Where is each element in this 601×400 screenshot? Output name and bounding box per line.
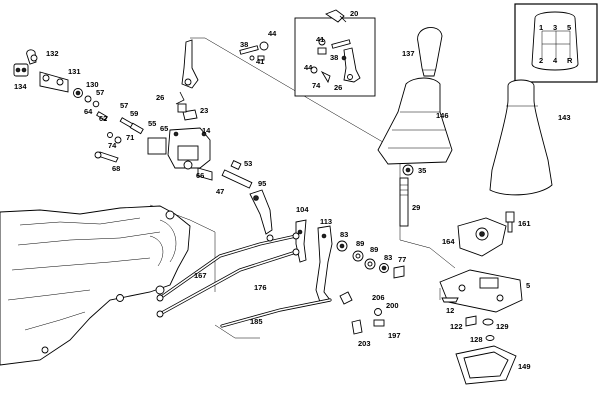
- outer-boot: [489, 79, 553, 196]
- callout-113: 113: [320, 217, 332, 226]
- callout-131: 131: [68, 67, 81, 76]
- gear-4-label: 4: [553, 56, 558, 65]
- callout-57a: 57: [96, 88, 104, 97]
- callout-64: 64: [84, 107, 93, 116]
- callout-122: 122: [450, 322, 463, 331]
- callout-23: 23: [200, 106, 208, 115]
- callout-200: 200: [386, 301, 399, 310]
- callout-26a: 26: [156, 93, 164, 102]
- bushings: [465, 315, 495, 341]
- gear-2-label: 2: [539, 56, 543, 65]
- callout-29: 29: [412, 203, 420, 212]
- callout-41a: 41: [256, 57, 264, 66]
- callout-104: 104: [296, 205, 309, 214]
- callout-41b: 41: [316, 35, 324, 44]
- callout-74b: 74: [312, 81, 321, 90]
- callout-128: 128: [470, 335, 483, 344]
- transmission-housing: [0, 205, 191, 366]
- callout-labels: 132 131 134 130 57 64 62 57 59 55 71 74 …: [14, 9, 571, 371]
- callout-129: 129: [496, 322, 509, 331]
- linkage-small-parts: [339, 291, 385, 335]
- callout-38b: 38: [330, 53, 338, 62]
- callout-44a: 44: [268, 29, 277, 38]
- fork-assembly-inset: [294, 9, 376, 97]
- selector-hardware-left: [13, 49, 144, 163]
- selector-lever-top: [175, 39, 269, 105]
- selector-housing: [147, 103, 213, 181]
- callout-74: 74: [108, 141, 117, 150]
- callout-137: 137: [402, 49, 415, 58]
- inner-boot: [377, 77, 453, 165]
- callout-47: 47: [216, 187, 224, 196]
- callout-89b: 89: [370, 245, 378, 254]
- callout-65: 65: [160, 124, 168, 133]
- callout-206: 206: [372, 293, 385, 302]
- callout-134: 134: [14, 82, 27, 91]
- callout-89a: 89: [356, 239, 364, 248]
- gear-1-label: 1: [539, 23, 543, 32]
- callout-44b: 44: [304, 63, 313, 72]
- callout-149: 149: [518, 362, 531, 371]
- callout-20: 20: [350, 9, 358, 18]
- shift-knob: [417, 27, 443, 77]
- lever-104: [295, 219, 307, 263]
- callout-55: 55: [148, 119, 156, 128]
- trim-frame: [455, 345, 517, 385]
- gear-3-label: 3: [553, 23, 557, 32]
- shift-rods: [156, 232, 332, 328]
- callout-161: 161: [518, 219, 531, 228]
- callout-71: 71: [126, 133, 134, 142]
- selector-shaft: [221, 159, 253, 189]
- callout-83a: 83: [340, 230, 348, 239]
- callout-130: 130: [86, 80, 99, 89]
- callout-146: 146: [436, 111, 449, 120]
- callout-95: 95: [258, 179, 266, 188]
- shifter-bracket-top: [457, 211, 515, 257]
- washers-83-89: [336, 240, 405, 279]
- lever-113: [315, 225, 333, 303]
- callout-68: 68: [112, 164, 120, 173]
- callout-62: 62: [99, 114, 107, 123]
- callout-77: 77: [398, 255, 406, 264]
- shifter-base-plate: [439, 269, 523, 313]
- callout-167: 167: [194, 271, 207, 280]
- callout-59: 59: [130, 109, 138, 118]
- callout-83b: 83: [384, 253, 392, 262]
- callout-143: 143: [558, 113, 571, 122]
- callout-26b: 26: [334, 83, 342, 92]
- callout-57b: 57: [120, 101, 128, 110]
- callout-185: 185: [250, 317, 263, 326]
- callout-164: 164: [442, 237, 455, 246]
- callout-176: 176: [254, 283, 267, 292]
- callout-53: 53: [244, 159, 252, 168]
- lever-95: [249, 189, 273, 235]
- callout-38a: 38: [240, 40, 248, 49]
- callout-5: 5: [526, 281, 530, 290]
- callout-132: 132: [46, 49, 59, 58]
- gear-r-label: R: [567, 56, 573, 65]
- callout-14: 14: [202, 126, 211, 135]
- callout-197: 197: [388, 331, 401, 340]
- callout-12: 12: [446, 306, 454, 315]
- callout-203: 203: [358, 339, 371, 348]
- gear-5-label: 5: [567, 23, 571, 32]
- shift-rod-29: [399, 164, 414, 227]
- shift-pattern-inset: 1 3 5 2 4 R: [514, 3, 598, 83]
- callout-35: 35: [418, 166, 426, 175]
- callout-66: 66: [196, 171, 204, 180]
